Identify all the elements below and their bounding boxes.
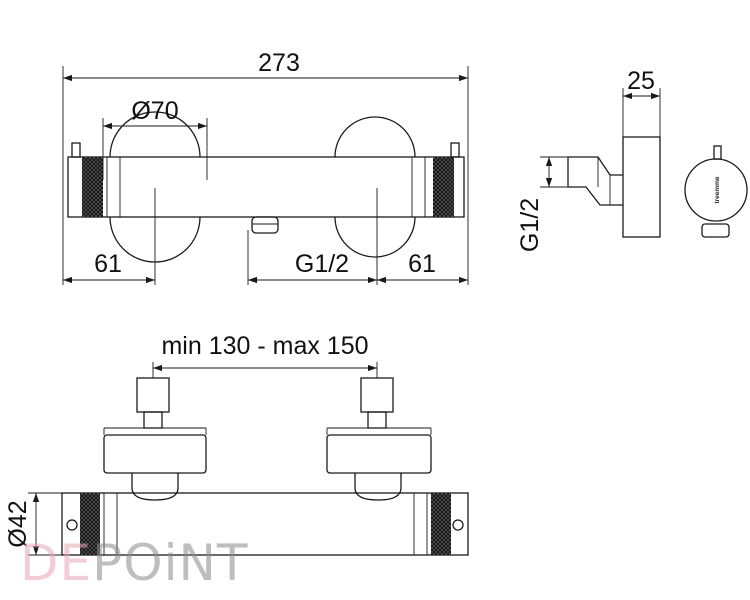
side-body	[622, 136, 661, 238]
side-pin	[713, 145, 722, 160]
eccentric-top	[568, 156, 623, 176]
right-knob-outline-top	[334, 116, 416, 158]
left-pin	[71, 142, 81, 158]
watermark-part2: POiNT	[92, 534, 248, 592]
top-left-knurl-band	[80, 493, 100, 555]
left-knurl-band	[82, 157, 103, 217]
dim-inlet-thread: G1/2	[516, 198, 544, 252]
side-view: treemme 25 G1/2	[516, 67, 748, 252]
dim-knob-diameter: Ø70	[131, 97, 178, 125]
right-knob-outline-bottom	[334, 216, 416, 258]
dim-body-diameter: Ø42	[4, 500, 32, 547]
dim-center-distance: min 130 - max 150	[161, 332, 368, 360]
right-knurl-band	[433, 157, 454, 217]
right-pin	[450, 142, 460, 158]
eccentric-bottom	[568, 186, 623, 206]
top-body	[61, 492, 469, 556]
left-knob-block	[103, 434, 207, 474]
right-inlet-connector	[360, 377, 394, 413]
watermark: DEPOiNT	[20, 534, 248, 592]
dim-outlet-thread: G1/2	[295, 250, 349, 278]
brand-mark: treemme	[714, 176, 721, 203]
right-knob-block	[326, 434, 432, 474]
left-inlet-connector	[136, 377, 170, 413]
dim-offset-left: 61	[94, 250, 122, 278]
outlet-nozzle	[251, 216, 279, 234]
front-view: 273 Ø70 61 G1/2 61	[62, 49, 469, 285]
top-view: min 130 - max 150 Ø42	[4, 332, 469, 556]
left-knob-outline-top	[109, 111, 201, 158]
top-right-knurl-band	[431, 493, 451, 555]
dim-offset-right: 61	[408, 250, 436, 278]
watermark-part1: DE	[20, 534, 92, 592]
side-outlet	[701, 223, 730, 238]
dim-depth: 25	[627, 67, 655, 95]
mixer-body	[67, 156, 465, 218]
dim-overall-length: 273	[258, 49, 300, 77]
